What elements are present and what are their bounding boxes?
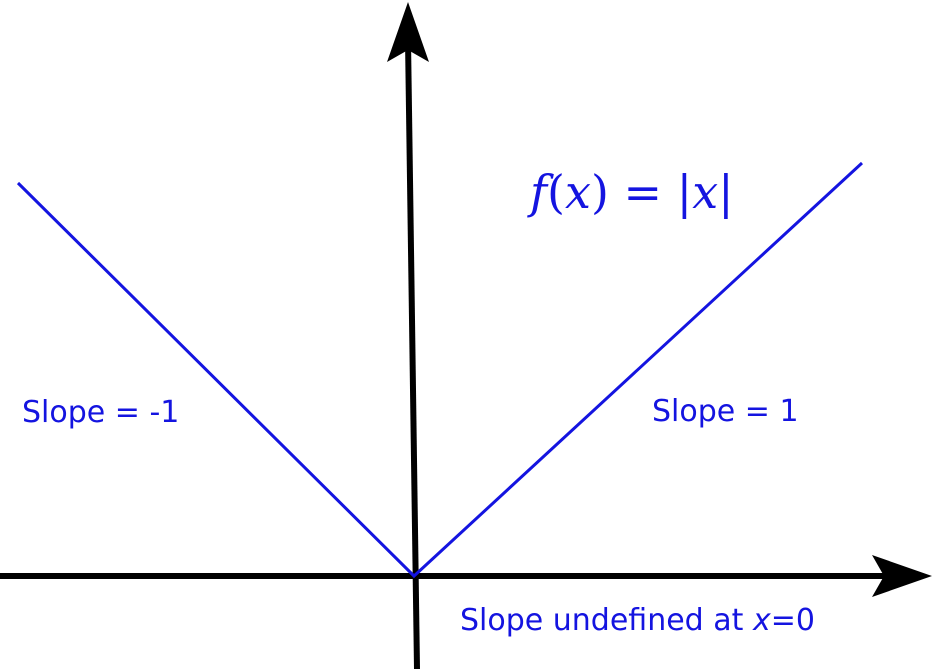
abs-value-curve [16,161,864,579]
y-axis [405,39,420,669]
undefined-variable: x [752,603,771,638]
left-slope-label: Slope = -1 [22,395,179,430]
undefined-slope-label: Slope undefined at x=0 [460,603,815,638]
function-label: f(x) = |x| [527,165,734,219]
open-paren: ( [547,165,565,219]
y-axis-arrowhead [387,2,429,62]
equals-sign: = | [609,165,692,219]
x-axis-arrowhead [872,555,932,597]
right-slope-label: Slope = 1 [652,394,799,429]
abs-bar: | [718,165,734,219]
abs-variable: x [692,165,718,219]
function-variable: x [565,165,591,219]
undefined-suffix: =0 [771,603,815,638]
undefined-prefix: Slope undefined at [460,603,753,638]
close-paren: ) [591,165,609,219]
